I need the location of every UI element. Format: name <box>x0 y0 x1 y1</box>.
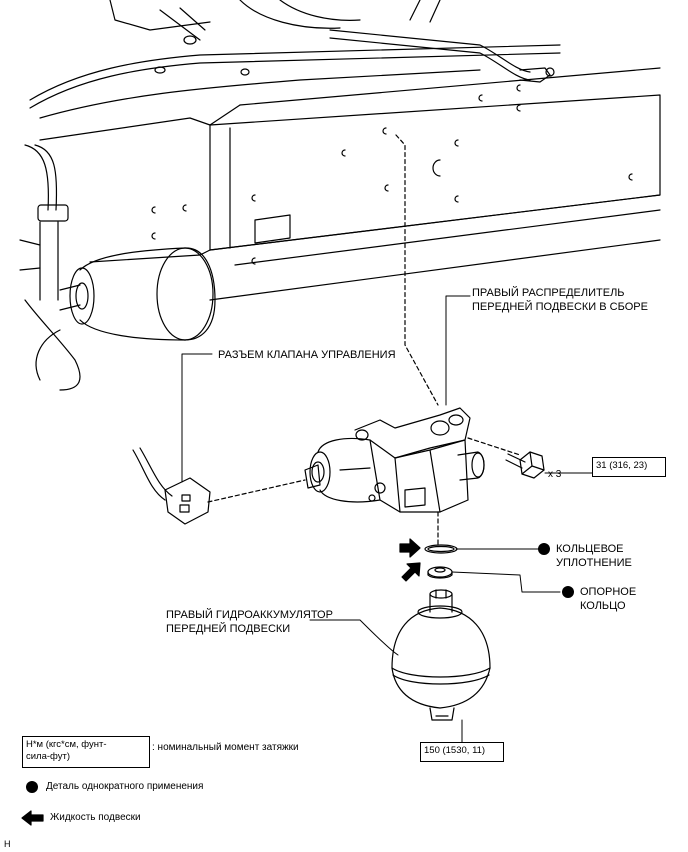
support-ring-label: ОПОРНОЕ КОЛЬЦО <box>580 586 637 612</box>
accumulator-label: ПРАВЫЙ ГИДРОАККУМУЛЯТОР ПЕРЕДНЕЙ ПОДВЕСК… <box>166 609 333 635</box>
vehicle-frame <box>19 0 661 391</box>
support-ring <box>427 566 453 579</box>
accumulator <box>391 589 491 721</box>
legend-torque-description: : номинальный момент затяжки <box>152 742 299 753</box>
legend-single-use-marker <box>26 781 38 793</box>
connector-label: РАЗЪЕМ КЛАПАНА УПРАВЛЕНИЯ <box>218 349 396 361</box>
legend-single-use-text: Деталь однократного применения <box>46 781 204 792</box>
legend-torque-unit-box: Н*м (кгс*см, фунт- сила-фут) <box>22 736 150 768</box>
single-use-marker-support-ring <box>562 586 574 598</box>
legend-fluid-arrow <box>21 810 44 826</box>
distributor-assembly <box>304 407 485 513</box>
figure-code: H <box>4 839 11 849</box>
accumulator-torque-box: 150 (1530, 11) <box>420 742 504 762</box>
bolt <box>505 451 545 479</box>
fluid-arrow-o-ring <box>399 538 421 558</box>
o-ring-label: КОЛЬЦЕВОЕ УПЛОТНЕНИЕ <box>556 543 632 569</box>
legend-fluid-text: Жидкость подвески <box>50 812 141 823</box>
distributor-label: ПРАВЫЙ РАСПРЕДЕЛИТЕЛЬ ПЕРЕДНЕЙ ПОДВЕСКИ … <box>472 287 648 313</box>
bolt-count-label: x 3 <box>548 469 562 480</box>
control-valve-connector <box>132 447 211 525</box>
single-use-marker-o-ring <box>538 543 550 555</box>
leader-lines <box>181 295 593 743</box>
bolt-torque-box: 31 (316, 23) <box>592 457 666 477</box>
fluid-arrow-support-ring <box>401 562 421 582</box>
assembly-guides <box>207 134 521 546</box>
